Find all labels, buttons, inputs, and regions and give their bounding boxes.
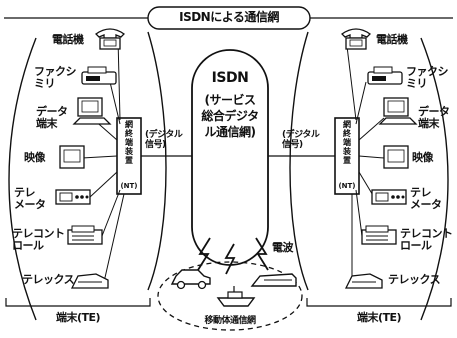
telecontrol-icon [361, 225, 397, 245]
radio-bolt-icon [255, 237, 269, 271]
radio-bolt-icon [197, 237, 211, 271]
nt-code-left: (NT) [120, 182, 138, 190]
terminal-label-telemeter-left: テレ メータ [14, 186, 46, 211]
train-icon [250, 273, 297, 287]
mobile-network-label: 移動体通信網 [204, 316, 256, 326]
terminal-label-telex-right: テレックス [388, 273, 441, 286]
data-terminal-icon [72, 97, 112, 125]
terminal-label-data-right: データ 端末 [418, 105, 450, 130]
diagram-title: ISDNによる通信網 [179, 10, 279, 24]
terminal-label-telecontrol-right: テレコント ロール [400, 227, 453, 252]
nt-box-left [116, 117, 142, 195]
terminal-label-video-right: 映像 [412, 151, 434, 164]
radio-label: 電波 [272, 241, 294, 254]
nt-box-right [334, 117, 360, 195]
te-bracket-right [306, 298, 452, 307]
mobile-network-ellipse [157, 261, 303, 331]
network-description: (サービス 総合デジタ ル通信網) [201, 93, 259, 139]
digital-signal-left: (デジタル 信号) [145, 130, 183, 150]
left-group-arc-outer [8, 37, 37, 321]
fax-icon [81, 66, 117, 85]
telemeter-icon [371, 189, 407, 205]
terminal-label-data-left: データ 端末 [36, 105, 68, 130]
digital-signal-right: (デジタル 信号) [282, 130, 320, 150]
fax-icon [367, 66, 403, 85]
right-group-arc-outer [420, 37, 449, 321]
telex-icon [344, 273, 383, 289]
terminal-label-fax-right: ファクシ ミリ [406, 65, 449, 90]
telemeter-icon [55, 189, 91, 205]
telephone-icon [340, 28, 372, 50]
te-bracket-left [5, 298, 151, 307]
nt-label-left: 網終端装置 [125, 120, 133, 165]
car-icon [170, 269, 211, 290]
data-terminal-icon [378, 97, 418, 125]
video-icon [59, 145, 85, 169]
te-label-left: 端末(TE) [55, 311, 101, 324]
terminal-label-telecontrol-left: テレコント ロール [12, 227, 65, 252]
telex-icon [70, 273, 109, 289]
network-name: ISDN [211, 70, 249, 86]
video-icon [383, 145, 409, 169]
title-box [147, 6, 311, 30]
te-label-right: 端末(TE) [356, 311, 402, 324]
left-group-arc-inner [147, 31, 167, 291]
terminal-label-telex-left: テレックス [22, 273, 75, 286]
nt-code-right: (NT) [338, 182, 356, 190]
ship-icon [216, 286, 256, 307]
nt-label-right: 網終端装置 [343, 120, 351, 165]
terminal-label-telemeter-right: テレ メータ [410, 186, 442, 211]
telecontrol-icon [67, 225, 103, 245]
terminal-label-telephone-left: 電話機 [52, 33, 84, 46]
telephone-icon [94, 28, 126, 50]
terminal-label-telephone-right: 電話機 [376, 33, 408, 46]
terminal-label-video-left: 映像 [24, 151, 46, 164]
radio-bolt-icon [224, 243, 236, 275]
terminal-label-fax-left: ファクシ ミリ [34, 65, 77, 90]
right-group-arc-inner [289, 31, 309, 291]
